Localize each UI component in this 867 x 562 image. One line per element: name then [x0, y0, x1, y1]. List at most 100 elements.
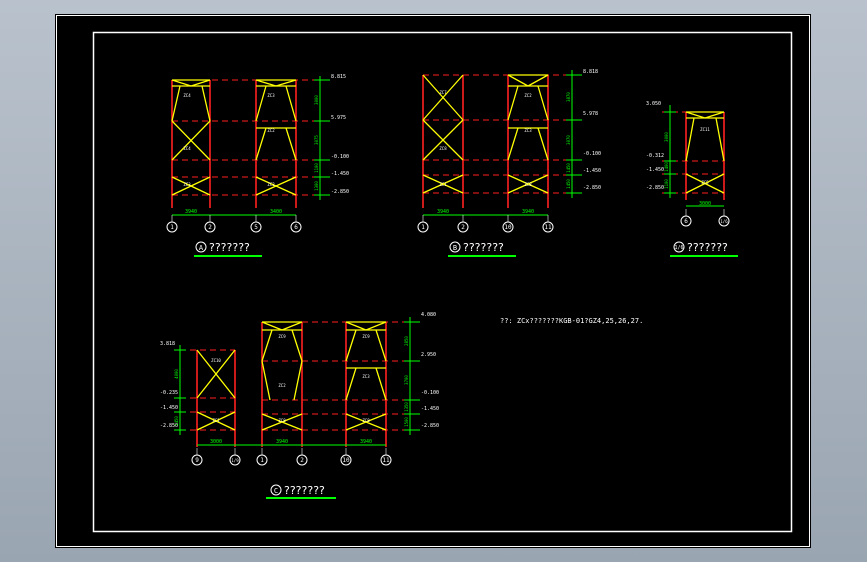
general-note: ??: ZCx???????KGB-01?GZ4,25,26,27. [500, 317, 643, 325]
brace-label-a-4: ZC2 [267, 128, 275, 133]
outer-border [56, 15, 810, 547]
axis-bubble-d-5-text: 11 [382, 457, 390, 464]
elevation-a-2: -0.100 [331, 154, 349, 160]
brace-label-d-0: ZC10 [211, 358, 221, 363]
elevation-d-right-2: -0.100 [421, 390, 439, 396]
elevation-b-0: 8.818 [583, 69, 598, 75]
view-d-elevation [174, 317, 420, 447]
vert-dim-c-0: 3000 [664, 132, 669, 142]
elevation-a-0: 8.815 [331, 74, 346, 80]
span-c-0: 3000 [699, 201, 711, 207]
brace-label-a-5: ZC2 [267, 182, 275, 187]
annotation-layer: 1 2 5 6 8.815 5.975 -0.100 -1.450 -2.850 3940 3400… [160, 69, 730, 466]
vert-dim-a-1: 3075 [314, 135, 319, 145]
brace-label-d-4: ZC9 [362, 334, 370, 339]
vert-dim-d-left-1: 1450 [174, 416, 179, 426]
elevation-c-2: -1.450 [646, 167, 664, 173]
brace-label-d-7: ZC8 [362, 418, 370, 423]
vert-dim-c-1: 1400 [664, 162, 669, 172]
elevation-b-1: 5.978 [583, 111, 598, 117]
inner-border [92, 31, 793, 533]
title-c: 1/6 ??????? [670, 241, 738, 257]
vert-dim-d-right-1: 3700 [404, 375, 409, 385]
elevation-d-left-3: -2.850 [160, 423, 178, 429]
brace-label-d-2: ZC2 [278, 383, 286, 388]
view-a-elevation [171, 76, 330, 216]
span-d-2: 3940 [360, 439, 372, 445]
elevation-a-3: -1.450 [331, 171, 349, 177]
title-c-text: ??????? [687, 241, 728, 254]
brace-label-a-1: ZC4 [183, 146, 191, 151]
elevation-c-1: -0.312 [646, 153, 664, 159]
title-c-symbol [673, 241, 685, 253]
vert-dim-c-2: 1100 [664, 179, 669, 189]
vert-dim-a-3: 1300 [314, 181, 319, 191]
vert-dim-d-right-0: 2850 [404, 336, 409, 346]
axis-bubble-a-2-text: 5 [254, 224, 258, 231]
title-a-symbol-text: A [199, 244, 204, 252]
view-c-elevation [662, 105, 725, 207]
brace-label-b-1: ZC8 [439, 146, 447, 151]
elevation-d-right-3: -1.450 [421, 406, 439, 412]
brace-label-d-5: ZC3 [362, 374, 370, 379]
elevation-d-right-1: 2.950 [421, 352, 436, 358]
title-b: B ??????? [448, 241, 516, 257]
span-d-0: 3000 [210, 439, 222, 445]
brace-label-a-0: ZC4 [183, 93, 191, 98]
brace-label-a-2: ZC3 [183, 182, 191, 187]
sheet-background [55, 14, 811, 548]
title-b-text: ??????? [463, 241, 504, 254]
title-d-symbol-text: C [274, 487, 278, 495]
axis-bubble-d-1-text: 1/9 [231, 458, 239, 463]
elevation-a-1: 5.975 [331, 115, 346, 121]
span-a-0: 3940 [185, 209, 197, 215]
title-d: C ??????? [266, 484, 336, 499]
elevation-d-left-0: 3.818 [160, 341, 175, 347]
elevation-c-3: -2.850 [646, 185, 664, 191]
elevation-c-0: 3.050 [646, 101, 661, 107]
vert-dim-b-3: 1450 [566, 179, 571, 189]
span-b-0: 3940 [437, 209, 449, 215]
elevation-b-2: -0.100 [583, 151, 601, 157]
title-a-symbol [195, 241, 207, 253]
axis-bubble-d-4-text: 10 [342, 457, 350, 464]
axis-bubble-d-0-text: 9 [195, 457, 199, 464]
axis-bubble-c-1-text: 1/6 [720, 219, 728, 224]
span-b-1: 3940 [522, 209, 534, 215]
title-a: A ??????? [194, 241, 262, 257]
title-c-symbol-text: 1/6 [674, 245, 683, 251]
brace-label-c-0: ZC11 [700, 127, 710, 132]
axis-bubble-a-3-text: 6 [294, 224, 298, 231]
vert-dim-b-2: 1450 [566, 163, 571, 173]
title-b-symbol [449, 241, 461, 253]
brace-label-b-2: ZC1 [439, 182, 447, 187]
elevation-a-4: -2.850 [331, 189, 349, 195]
elevation-d-right-4: -2.850 [421, 423, 439, 429]
vert-dim-d-left-0: 4000 [174, 369, 179, 379]
span-a-1: 3400 [270, 209, 282, 215]
title-a-text: ??????? [209, 241, 250, 254]
brace-label-b-4: ZC3 [524, 128, 532, 133]
elevation-d-right-0: 4.080 [421, 312, 436, 318]
axis-bubble-b-2-text: 10 [504, 224, 512, 231]
vert-dim-b-1: 3070 [566, 135, 571, 145]
axis-bubble-b-0-text: 1 [421, 224, 425, 231]
brace-label-d-6: ZC8 [278, 418, 286, 423]
axis-bubble-c-0-text: 6 [684, 218, 688, 225]
span-d-1: 3940 [276, 439, 288, 445]
title-d-text: ??????? [284, 484, 325, 497]
axis-bubble-b-1-text: 2 [461, 224, 465, 231]
view-b-elevation [422, 70, 582, 216]
brace-label-b-5: ZC8 [524, 182, 532, 187]
axis-bubble-d-3-text: 2 [300, 457, 304, 464]
axis-bubble-a-1-text: 2 [208, 224, 212, 231]
title-d-symbol [270, 484, 282, 496]
brace-label-d-3: ZC1 [212, 418, 220, 423]
vert-dim-d-right-3: 1500 [404, 417, 409, 427]
vert-dim-a-0: 3000 [314, 95, 319, 105]
brace-label-b-0: ZC7 [439, 90, 447, 95]
elevation-d-left-2: -1.450 [160, 405, 178, 411]
elevation-b-4: -2.850 [583, 185, 601, 191]
